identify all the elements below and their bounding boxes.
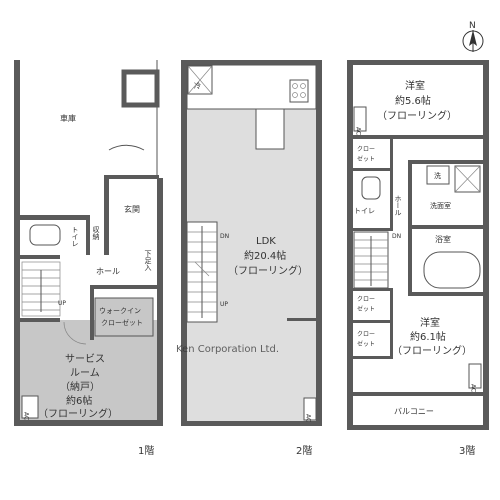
service-room-fill xyxy=(20,320,157,423)
room1-label-line3: （フローリング） xyxy=(377,109,457,122)
closet-b-label-line1: クロー xyxy=(357,296,375,303)
walkin-closet-label-line1: ウォークイン xyxy=(99,307,141,315)
entrance-label: 玄関 xyxy=(124,204,140,214)
floor1-stairs xyxy=(21,261,61,317)
ac-label-floor3-top: AC xyxy=(355,127,362,135)
ldk-label-line3: （フローリング） xyxy=(228,264,308,277)
floor1-plan xyxy=(14,60,163,426)
ac-label-floor3-bottom: AC xyxy=(470,384,477,392)
floor3-label: 3階 xyxy=(459,445,475,457)
closet-b-label-line2: ゼット xyxy=(357,305,375,313)
floor2-plan xyxy=(181,60,322,426)
service-room-label-line1: サービス xyxy=(65,353,105,365)
floor3-plan xyxy=(347,60,489,430)
stairs-up-label-floor2: UP xyxy=(220,301,228,308)
compass-north-label: N xyxy=(469,21,476,31)
walkin-closet xyxy=(94,297,154,337)
service-room-label-line2: ルーム xyxy=(70,367,100,379)
floor1-label: 1階 xyxy=(138,445,154,457)
service-room-label-line3: （納戸） xyxy=(60,380,100,393)
fridge-label: 冷 xyxy=(194,81,201,90)
closet-c-label-line1: クロー xyxy=(357,331,375,338)
stairs-dn-label-floor2: DN xyxy=(220,233,229,240)
ldk-label-line1: LDK xyxy=(256,236,276,247)
ldk-label-line2: 約20.4帖 xyxy=(244,249,286,262)
floor2-stairs xyxy=(186,221,218,323)
hall-label-floor1: ホール xyxy=(96,267,120,276)
room1-label-line2: 約5.6帖 xyxy=(395,94,431,107)
room2-label-line3: （フローリング） xyxy=(392,344,472,357)
floor3-stairs xyxy=(353,231,389,289)
watermark: Ken Corporation Ltd. xyxy=(176,344,279,355)
closet-a-label-line1: クロー xyxy=(357,146,375,153)
hall-label-floor3: ホール xyxy=(394,195,402,216)
ac-label-floor2: AC xyxy=(305,414,312,422)
washroom-label: 洗面室 xyxy=(430,201,451,210)
ac-label-floor1: AC xyxy=(23,412,30,420)
storage-label: 収納 xyxy=(92,226,100,241)
shoe-storage-label: 下足入 xyxy=(144,250,152,271)
closet-a-label-line2: ゼット xyxy=(357,155,375,163)
washer-label: 洗 xyxy=(434,171,441,180)
room2-label-line1: 洋室 xyxy=(420,316,440,329)
stairs-up-label-floor1: UP xyxy=(58,300,66,307)
stairs-dn-label-floor3: DN xyxy=(392,233,401,240)
closet-c-label-line2: ゼット xyxy=(357,340,375,348)
garage-label: 車庫 xyxy=(60,113,76,123)
floor2-label: 2階 xyxy=(296,445,312,457)
room1-label-line1: 洋室 xyxy=(405,79,425,92)
toilet-label-floor3: トイレ xyxy=(354,207,375,215)
service-room-label-line5: （フローリング） xyxy=(38,407,118,420)
bathroom-label: 浴室 xyxy=(435,234,451,244)
balcony-label: バルコニー xyxy=(394,407,434,416)
walkin-closet-label-line2: クローゼット xyxy=(101,318,143,327)
toilet-label: トイレ xyxy=(71,226,79,247)
service-room-label-line4: 約6帖 xyxy=(66,394,92,407)
compass-icon xyxy=(462,30,484,52)
room2-label-line2: 約6.1帖 xyxy=(410,330,446,343)
